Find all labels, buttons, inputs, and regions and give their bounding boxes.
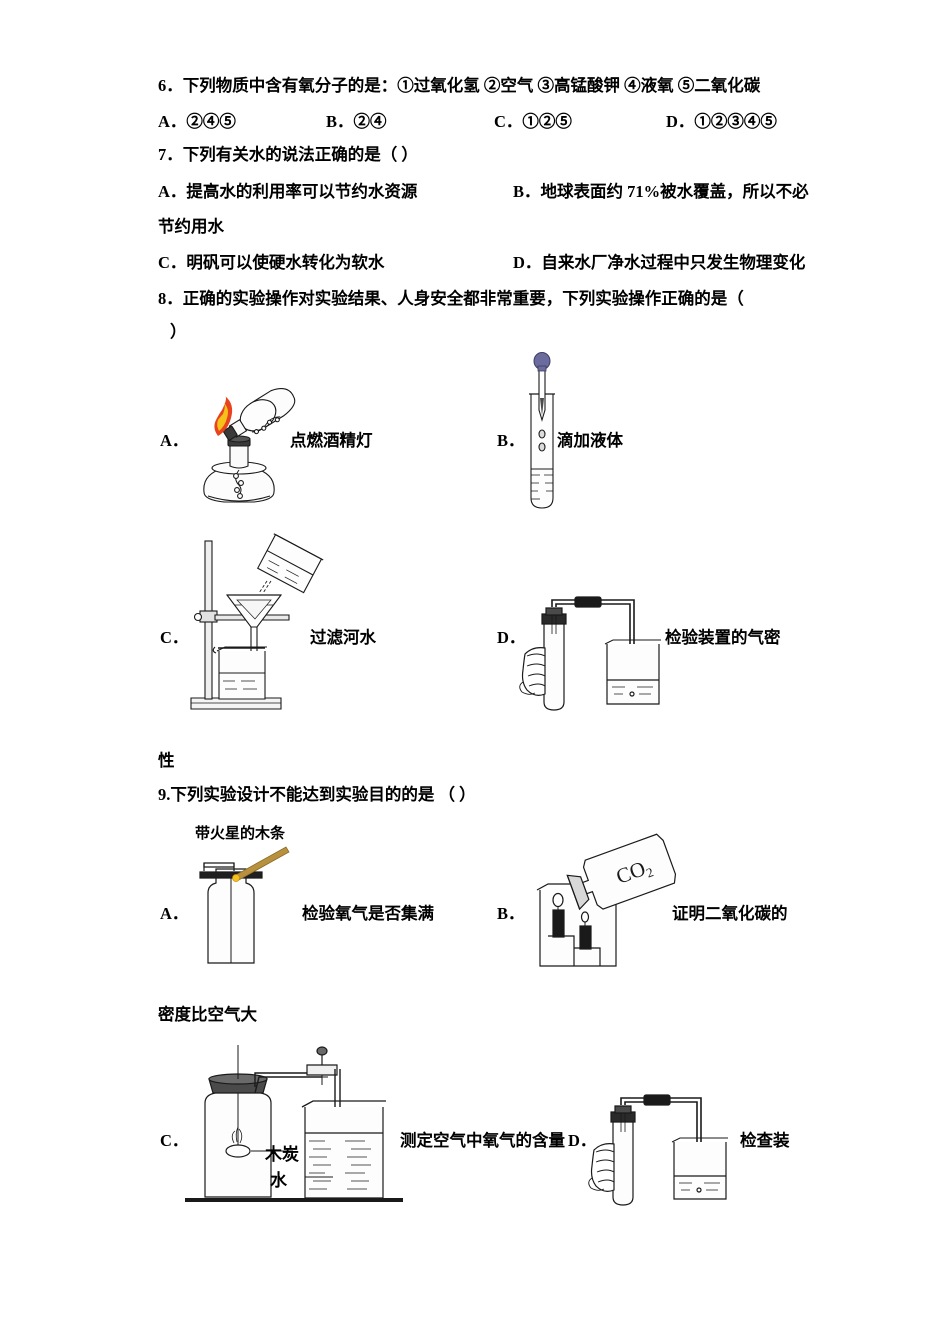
q8-option-d-caption: 检验装置的气密 [665, 628, 781, 647]
q8-option-c-key: C． [160, 628, 189, 647]
question-7-stem: 7．下列有关水的说法正确的是（ ） [158, 145, 418, 164]
q8-option-a-caption: 点燃酒精灯 [290, 431, 373, 450]
q7-choice-d[interactable]: D．自来水厂净水过程中只发生物理变化 [513, 253, 806, 272]
co2-pour-candles-figure: CO2 [520, 833, 695, 970]
q9-option-a-key: A． [160, 904, 189, 923]
question-9-trailing-text: 密度比空气大 [158, 1005, 257, 1024]
q6-choice-b[interactable]: B．②④ [326, 112, 387, 131]
gas-jar-glowing-splint-figure [190, 845, 310, 970]
q6-choice-c[interactable]: C．①②⑤ [494, 112, 572, 131]
q7-choice-b[interactable]: B．地球表面约 71%被水覆盖，所以不必 [513, 182, 809, 201]
alcohol-lamp-lighting-figure [192, 388, 312, 516]
q8-option-b-key: B． [497, 431, 525, 450]
q8-option-d-key: D． [497, 628, 526, 647]
glowing-splint-annotation: 带火星的木条 [195, 824, 286, 842]
q9-option-c-caption: 测定空气中氧气的含量 [400, 1131, 565, 1150]
airtightness-check-2-figure [588, 1092, 738, 1212]
q8-option-c-caption: 过滤河水 [310, 628, 376, 647]
wood-splint-icon [232, 846, 290, 882]
q6-choice-a[interactable]: A．②④⑤ [158, 112, 236, 131]
q7-choice-c[interactable]: C．明矾可以使硬水转化为软水 [158, 253, 385, 272]
q7-choice-b-continued: 节约用水 [158, 217, 224, 236]
filtration-setup-figure [185, 533, 324, 717]
question-9-stem: 9.下列实验设计不能达到实验目的的是 （ ） [158, 785, 476, 804]
q8-option-a-key: A． [160, 431, 189, 450]
rubber-bulb-icon [533, 352, 551, 372]
q9-option-a-caption: 检验氧气是否集满 [302, 904, 434, 923]
question-8-trailing-text: 性 [158, 751, 175, 770]
q9-option-d-caption: 检查装 [740, 1131, 790, 1150]
q9-option-d-key: D． [568, 1131, 597, 1150]
question-8-stem-line2: ） [170, 322, 187, 341]
dropper-into-test-tube-figure [518, 352, 568, 512]
water-label: 水 [270, 1171, 287, 1191]
flame-icon [214, 396, 233, 436]
q9-option-c-key: C． [160, 1131, 189, 1150]
airtightness-check-figure [519, 594, 669, 719]
oxygen-content-apparatus-figure [185, 1045, 415, 1210]
q8-option-b-caption: 滴加液体 [557, 431, 623, 450]
question-8-stem-line1: 8．正确的实验操作对实验结果、人身安全都非常重要，下列实验操作正确的是（ [158, 289, 744, 308]
question-6-stem: 6．下列物质中含有氧分子的是：①过氧化氢 ②空气 ③高锰酸钾 ④液氧 ⑤二氧化碳 [158, 76, 761, 95]
q7-choice-a[interactable]: A．提高水的利用率可以节约水资源 [158, 182, 418, 201]
q9-option-b-caption: 证明二氧化碳的 [672, 904, 788, 923]
charcoal-label: 木炭 [265, 1145, 299, 1165]
q9-option-b-key: B． [497, 904, 525, 923]
q6-choice-d[interactable]: D．①②③④⑤ [666, 112, 777, 131]
